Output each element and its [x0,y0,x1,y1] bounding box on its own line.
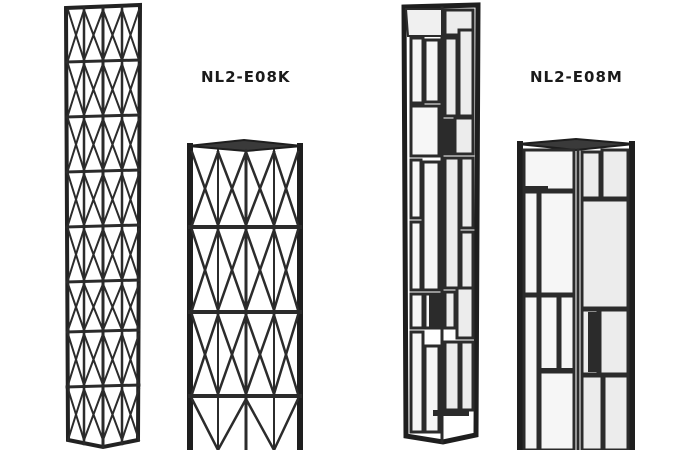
lamp-e08m-tall [401,2,481,445]
lamp-e08m-short [517,137,635,450]
model-label-e08k: NL2-E08K [201,68,291,86]
model-label-e08m: NL2-E08M [530,68,623,86]
lamp-e08k-tall [63,2,143,450]
lamp-e08k-short [187,138,303,450]
